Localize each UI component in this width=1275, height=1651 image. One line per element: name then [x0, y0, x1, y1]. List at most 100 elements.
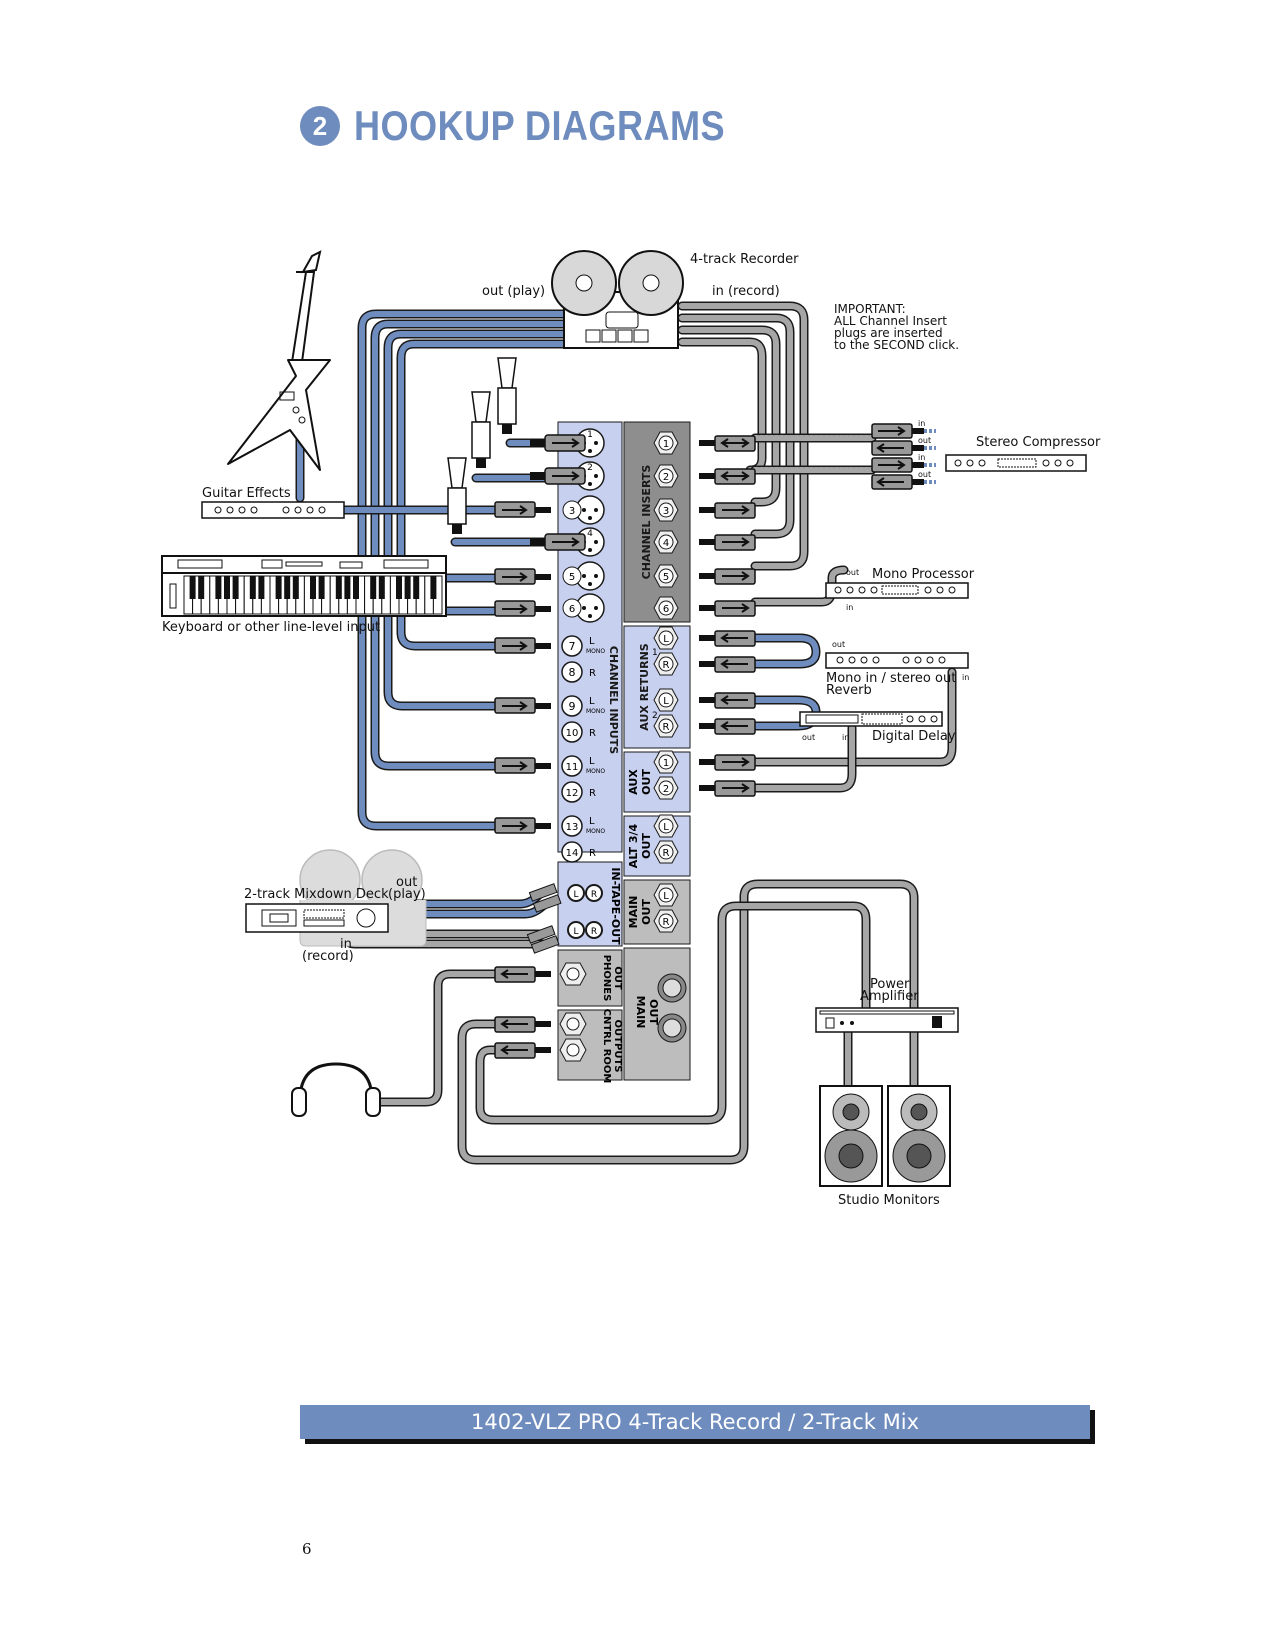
black-key — [318, 576, 325, 599]
aux-return-plug-1l — [699, 630, 756, 647]
svg-text:(record): (record) — [302, 949, 354, 964]
svg-text:R: R — [663, 722, 670, 733]
microphone-icon — [447, 357, 517, 534]
svg-text:7: 7 — [569, 640, 576, 653]
black-key — [224, 576, 230, 599]
svg-text:R: R — [589, 728, 596, 739]
studio-monitors-label: Studio Monitors — [838, 1193, 940, 1208]
svg-text:2: 2 — [663, 472, 669, 483]
svg-text:out: out — [802, 733, 815, 742]
rca-plug-out — [526, 925, 560, 954]
ctrl-plug-l — [494, 1016, 551, 1033]
panel-inserts — [623, 421, 691, 623]
svg-text:plugs are inserted: plugs are inserted — [834, 326, 943, 340]
black-key — [292, 576, 299, 599]
label-aux-out-1: AUX — [627, 769, 640, 795]
black-key — [249, 576, 256, 599]
svg-text:L: L — [589, 696, 595, 707]
svg-text:L: L — [663, 822, 669, 833]
svg-text:5: 5 — [663, 572, 669, 583]
black-key — [404, 576, 411, 599]
reverb-unit — [825, 652, 969, 669]
diagram-caption: 1402-VLZ PRO 4-Track Record / 2-Track Mi… — [470, 1410, 919, 1434]
svg-text:2: 2 — [663, 784, 669, 795]
svg-text:MONO: MONO — [586, 708, 605, 715]
mixdown-deck — [245, 849, 427, 947]
plug-input-11 — [494, 757, 551, 774]
power-amp-label-1: Power — [870, 977, 910, 992]
svg-text:13: 13 — [566, 822, 579, 833]
mono-processor-unit — [825, 582, 969, 599]
black-key — [189, 576, 196, 599]
digital-delay-unit — [799, 711, 943, 727]
black-key — [284, 576, 291, 599]
xlr-plug-4 — [530, 533, 586, 551]
four-track-recorder — [551, 250, 684, 349]
svg-text:R: R — [591, 927, 597, 937]
section-title: HOOKUP DIAGRAMS — [354, 102, 726, 149]
studio-monitor-left — [819, 1085, 883, 1187]
svg-text:L: L — [589, 756, 595, 767]
svg-text:8: 8 — [569, 666, 576, 679]
svg-text:1: 1 — [663, 439, 669, 450]
svg-text:R: R — [663, 848, 670, 859]
label-phones-1: PHONES — [601, 955, 612, 1002]
mic-input-label: 1 — [587, 430, 593, 440]
cables — [295, 301, 957, 1165]
page-heading: 2 HOOKUP DIAGRAMS — [300, 98, 785, 154]
label-main-xlr-1: MAIN — [634, 996, 647, 1029]
recorder-in-label: in (record) — [712, 284, 780, 299]
mic-input-label: 2 — [587, 463, 593, 473]
svg-text:5: 5 — [569, 572, 575, 583]
guitar-effects-label: Guitar Effects — [202, 486, 291, 501]
phones-jack — [559, 962, 587, 986]
tape-jacks: L R L R — [567, 884, 603, 939]
svg-text:L: L — [663, 891, 669, 902]
svg-text:out: out — [918, 470, 931, 479]
svg-text:6: 6 — [569, 604, 575, 615]
svg-text:IMPORTANT:: IMPORTANT: — [834, 302, 906, 316]
svg-text:1: 1 — [652, 648, 658, 658]
insert-plug-5 — [699, 568, 756, 585]
label-ctrl-1: CNTRL ROOM — [601, 1009, 612, 1084]
phones-plug — [494, 966, 551, 983]
stereo-compressor-label: Stereo Compressor — [976, 435, 1101, 450]
aux-send-plug-1 — [699, 754, 756, 771]
compressor-plug-out-1 — [871, 440, 936, 456]
power-amp-label-2: Amplifier — [860, 989, 919, 1004]
svg-text:in: in — [918, 453, 925, 462]
plug-input-13 — [494, 817, 551, 834]
svg-text:out: out — [846, 568, 859, 577]
svg-text:R: R — [591, 890, 597, 900]
xlr-plug-2 — [530, 467, 586, 485]
reverb-label-2: Reverb — [826, 683, 872, 698]
keyboard-keys — [183, 575, 443, 615]
label-ctrl-2: OUTPUTS — [612, 1020, 623, 1073]
ctrl-jack-r — [559, 1038, 587, 1062]
svg-text:L: L — [589, 636, 595, 647]
svg-text:L: L — [573, 927, 578, 937]
mixdown-deck-label: 2-track Mixdown Deck — [244, 887, 389, 902]
plug-input-9 — [494, 697, 551, 714]
stereo-compressor-unit — [945, 454, 1087, 472]
section-number-badge: 2 — [300, 106, 340, 146]
svg-text:R: R — [589, 668, 596, 679]
headphones-icon — [291, 1062, 381, 1117]
svg-text:(play): (play) — [388, 887, 426, 902]
svg-text:ALL Channel Insert: ALL Channel Insert — [834, 314, 947, 328]
svg-text:2: 2 — [652, 711, 658, 721]
mic-input-3 — [575, 495, 605, 525]
panel-main-xlr — [623, 947, 691, 1081]
aux-return-plug-1r — [699, 656, 756, 673]
mono-processor-label: Mono Processor — [872, 567, 975, 582]
keyboard-label: Keyboard or other line-level input — [162, 620, 380, 635]
svg-text:MONO: MONO — [586, 768, 605, 775]
compressor-plug-in-1 — [871, 423, 936, 439]
svg-text:out: out — [832, 640, 845, 649]
ctrl-plug-r — [494, 1042, 551, 1059]
svg-text:6: 6 — [663, 604, 669, 615]
